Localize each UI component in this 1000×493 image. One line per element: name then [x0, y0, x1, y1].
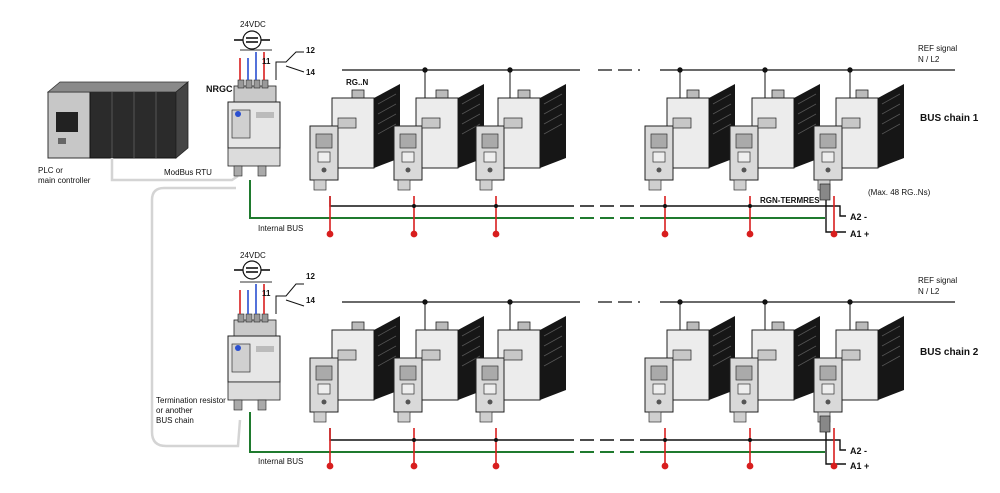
bus-chain-1-label: BUS chain 1 [920, 113, 979, 124]
gateway-wires-1 [234, 30, 305, 80]
max-modules-label: (Max. 48 RG..Ns) [868, 188, 931, 197]
gateway-wires-2 [234, 260, 305, 314]
nrgc-gateway-1 [227, 79, 281, 177]
relay-terminal-b-2: 14 [306, 296, 315, 305]
termination-label-line1: Termination resistor [156, 396, 226, 405]
ref-signal-label-1b: N / L2 [918, 55, 940, 64]
plc-label-line2: main controller [38, 176, 91, 185]
rgn-module-2-3 [475, 315, 567, 423]
termination-label-line2: or another [156, 406, 193, 415]
relay-common-2: 11 [262, 289, 271, 298]
ref-signal-label-2a: REF signal [918, 276, 958, 285]
relay-terminal-a-1: 12 [306, 46, 315, 55]
rgn-module-2-2 [393, 315, 485, 423]
rgn-module-1-2 [393, 83, 485, 191]
rgn-module-2-4 [644, 315, 736, 423]
termres-plug-2 [819, 415, 831, 433]
ref-signal-label-2b: N / L2 [918, 287, 940, 296]
rgn-module-2-5 [729, 315, 821, 423]
modbus-label: ModBus RTU [164, 168, 212, 177]
rgn-module-1-1 [309, 83, 401, 191]
relay-common-1: 11 [262, 57, 271, 66]
rgn-module-1-4 [644, 83, 736, 191]
internal-bus-label-2: Internal BUS [258, 457, 304, 466]
supply-label-1: 24VDC [240, 20, 266, 29]
internal-bus-line-2 [249, 412, 846, 465]
internal-bus-line-1 [249, 180, 846, 233]
bus-chain-2-label: BUS chain 2 [920, 347, 979, 358]
module-drops-2 [326, 299, 853, 470]
nrgc-label: NRGC [206, 84, 233, 94]
termres-label: RGN-TERMRES [760, 196, 820, 205]
relay-terminal-b-1: 14 [306, 68, 315, 77]
rgn-module-2-1 [309, 315, 401, 423]
termres-plug-1 [819, 183, 831, 201]
termination-label-line3: BUS chain [156, 416, 194, 425]
ref-signal-label-1a: REF signal [918, 44, 958, 53]
modbus-cable [110, 158, 242, 448]
rgn-module-1-5 [729, 83, 821, 191]
terminal-a2-1: A2 - [850, 212, 868, 222]
nrgc-gateway-2 [227, 313, 281, 411]
rgn-label: RG..N [346, 78, 369, 87]
rgn-module-2-6 [813, 315, 905, 423]
internal-bus-label-1: Internal BUS [258, 224, 304, 233]
terminal-a2-2: A2 - [850, 446, 868, 456]
plc-controller [46, 81, 190, 159]
terminal-a1-1: A1 + [850, 229, 870, 239]
relay-terminal-a-2: 12 [306, 272, 315, 281]
supply-label-2: 24VDC [240, 251, 266, 260]
rgn-module-1-3 [475, 83, 567, 191]
terminal-a1-2: A1 + [850, 461, 870, 471]
rgn-module-1-6 [813, 83, 905, 191]
module-drops-1 [326, 67, 853, 238]
plc-label-line1: PLC or [38, 166, 63, 175]
